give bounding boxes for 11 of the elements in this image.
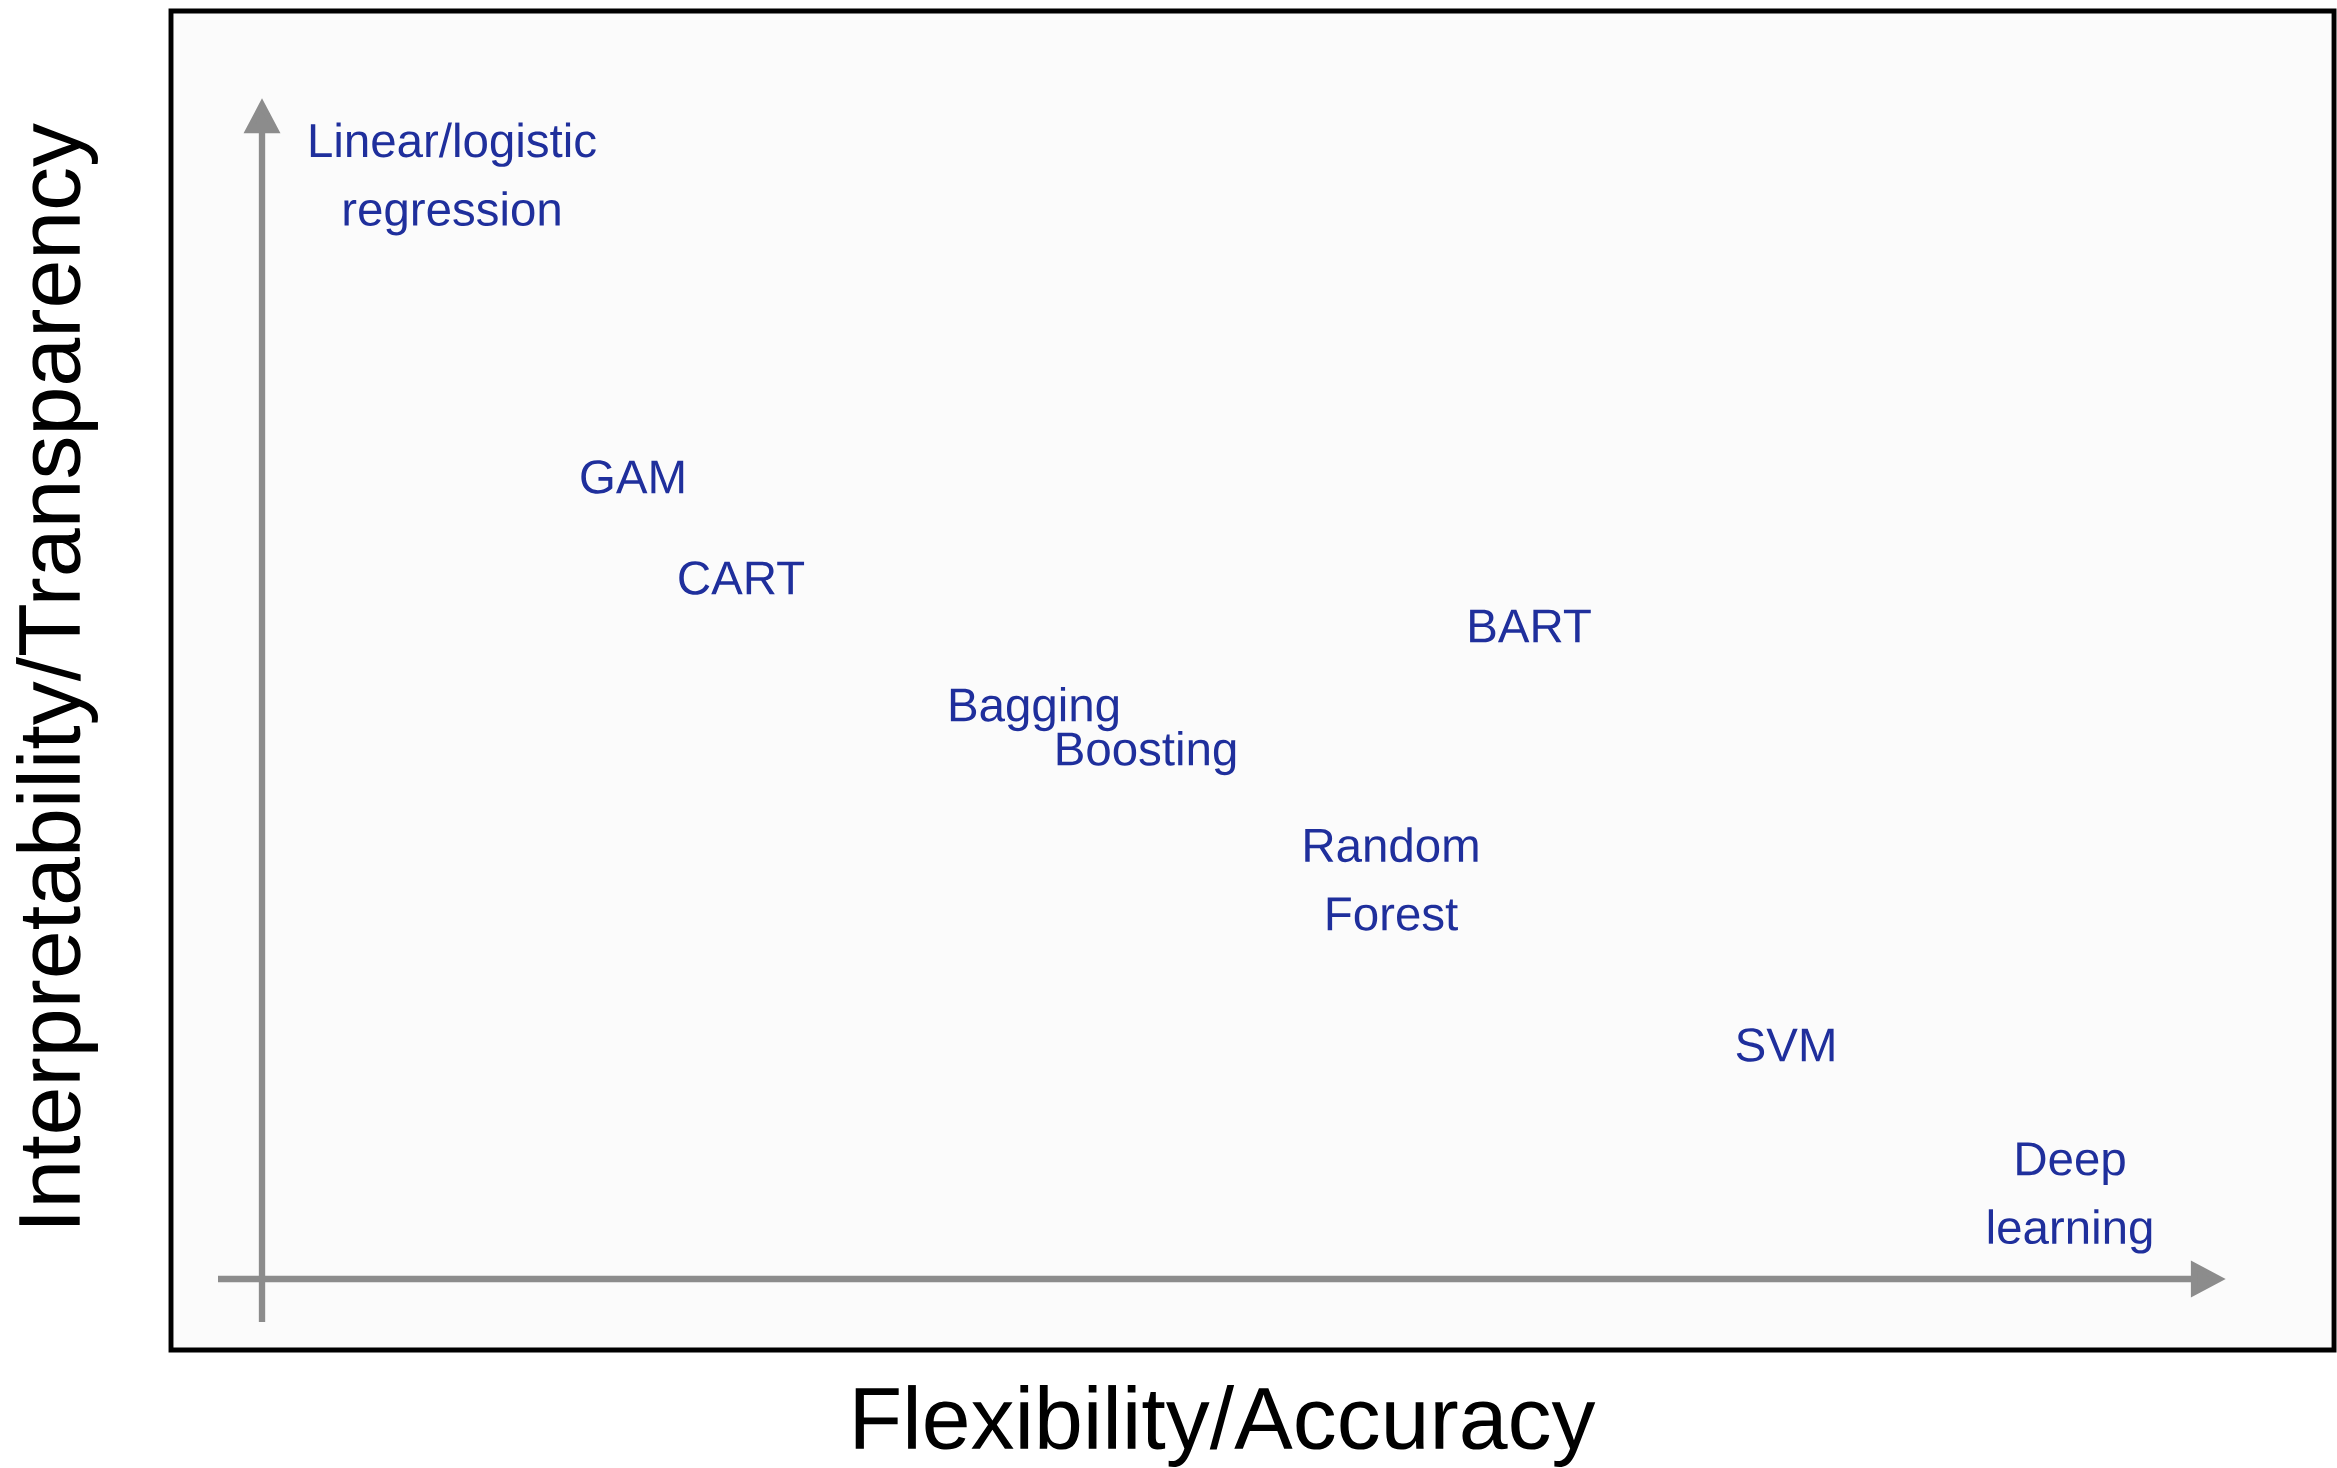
method-label: Random Forest [1305,827,1478,931]
method-label: SVM [1736,1028,1834,1062]
method-label: Linear/logistic regression [310,122,596,236]
method-label: CART [679,561,805,595]
method-label: Boosting [1057,730,1236,776]
method-label: Bagging [950,686,1118,732]
method-label: GAM [581,460,684,494]
axis-title: Interpretability/Transparency [16,123,98,1225]
axis-title: Flexibility/Accuracy [855,1385,1596,1467]
method-label: Deep learning [1988,1142,2152,1254]
method-label: BART [1470,609,1591,643]
